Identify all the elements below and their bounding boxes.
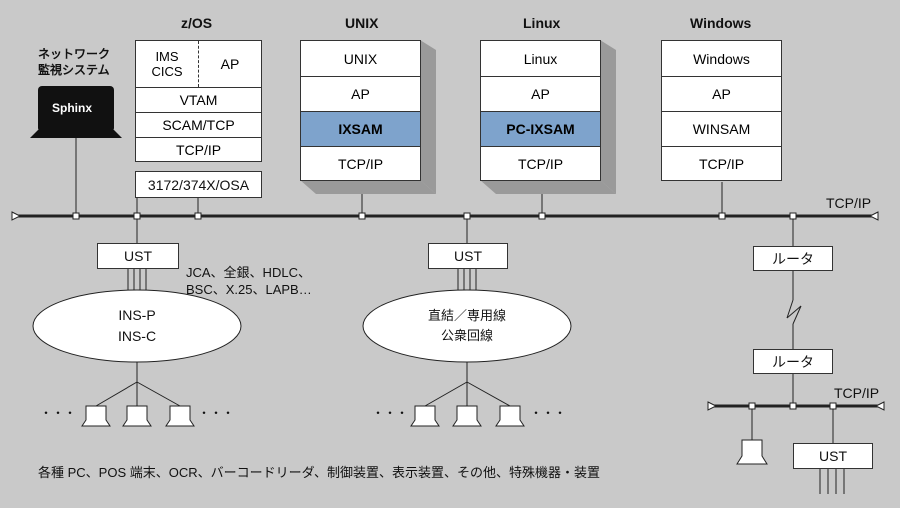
unix-os: UNIX — [343, 50, 378, 67]
footer-note: 各種 PC、POS 端末、OCR、バーコードリーダ、制御装置、表示装置、その他、… — [38, 465, 600, 480]
zos-ims: IMS — [155, 49, 179, 64]
zos-stack: IMS CICS AP VTAM SCAM/TCP TCP/IP — [135, 40, 262, 162]
linux-title: Linux — [523, 15, 561, 31]
router-top: ルータ — [753, 246, 833, 271]
main-network-label: TCP/IP — [826, 195, 872, 211]
protocol-list-line2: BSC、X.25、LAPB… — [186, 282, 312, 297]
ellipsis-dots: ・・・ — [198, 406, 235, 420]
zos-ap: AP — [220, 56, 240, 72]
cloud-center-line2: 公衆回線 — [440, 328, 494, 343]
windows-stack: Windows AP WINSAM TCP/IP — [661, 40, 782, 181]
ust-center: UST — [428, 243, 508, 269]
ellipsis-dots: ・・・ — [372, 406, 409, 420]
cloud-left-line1: INS-P — [118, 307, 156, 323]
network-cloud-line — [362, 289, 572, 363]
monitor-label-line2: 監視システム — [38, 63, 110, 77]
terminal-icon — [165, 405, 195, 427]
zos-vtam: VTAM — [136, 87, 261, 112]
zos-title: z/OS — [181, 15, 213, 31]
router-bottom: ルータ — [753, 349, 833, 374]
unix-tcpip: TCP/IP — [301, 146, 420, 181]
linux-os: Linux — [523, 50, 558, 67]
terminal-icon — [495, 405, 525, 427]
cloud-left-line2: INS-C — [117, 328, 157, 344]
linux-pcixsam: PC-IXSAM — [481, 111, 600, 146]
ust-right: UST — [793, 443, 873, 469]
unix-ixsam: IXSAM — [301, 111, 420, 146]
terminal-icon — [736, 439, 768, 465]
windows-os: Windows — [693, 50, 750, 67]
zos-cics: CICS — [151, 64, 183, 79]
linux-ap: AP — [481, 76, 600, 111]
linux-stack: Linux AP PC-IXSAM TCP/IP — [480, 40, 601, 181]
ellipsis-dots: ・・・ — [40, 406, 77, 420]
unix-title: UNIX — [345, 15, 379, 31]
terminal-icon — [452, 405, 482, 427]
windows-ap: AP — [662, 76, 781, 111]
zos-tcpip: TCP/IP — [136, 137, 261, 162]
unix-stack: UNIX AP IXSAM TCP/IP — [300, 40, 421, 181]
terminal-icon — [410, 405, 440, 427]
network-cloud-ins — [32, 289, 242, 363]
protocol-list-line1: JCA、全銀、HDLC、 — [186, 265, 311, 280]
cloud-center-line1: 直結／専用線 — [427, 308, 507, 323]
terminal-icon — [122, 405, 152, 427]
monitor-screen-label: Sphinx — [52, 101, 93, 115]
windows-tcpip: TCP/IP — [662, 146, 781, 181]
sub-network-label: TCP/IP — [834, 385, 880, 401]
zos-osa: 3172/374X/OSA — [135, 171, 262, 198]
windows-title: Windows — [690, 15, 752, 31]
terminal-icon — [81, 405, 111, 427]
linux-tcpip: TCP/IP — [481, 146, 600, 181]
monitor-icon — [30, 86, 122, 138]
unix-ap: AP — [301, 76, 420, 111]
ust-left: UST — [97, 243, 179, 269]
ellipsis-dots: ・・・ — [530, 406, 567, 420]
zos-scam: SCAM/TCP — [136, 112, 261, 137]
monitor-label-line1: ネットワーク — [38, 47, 111, 61]
windows-winsam: WINSAM — [662, 111, 781, 146]
